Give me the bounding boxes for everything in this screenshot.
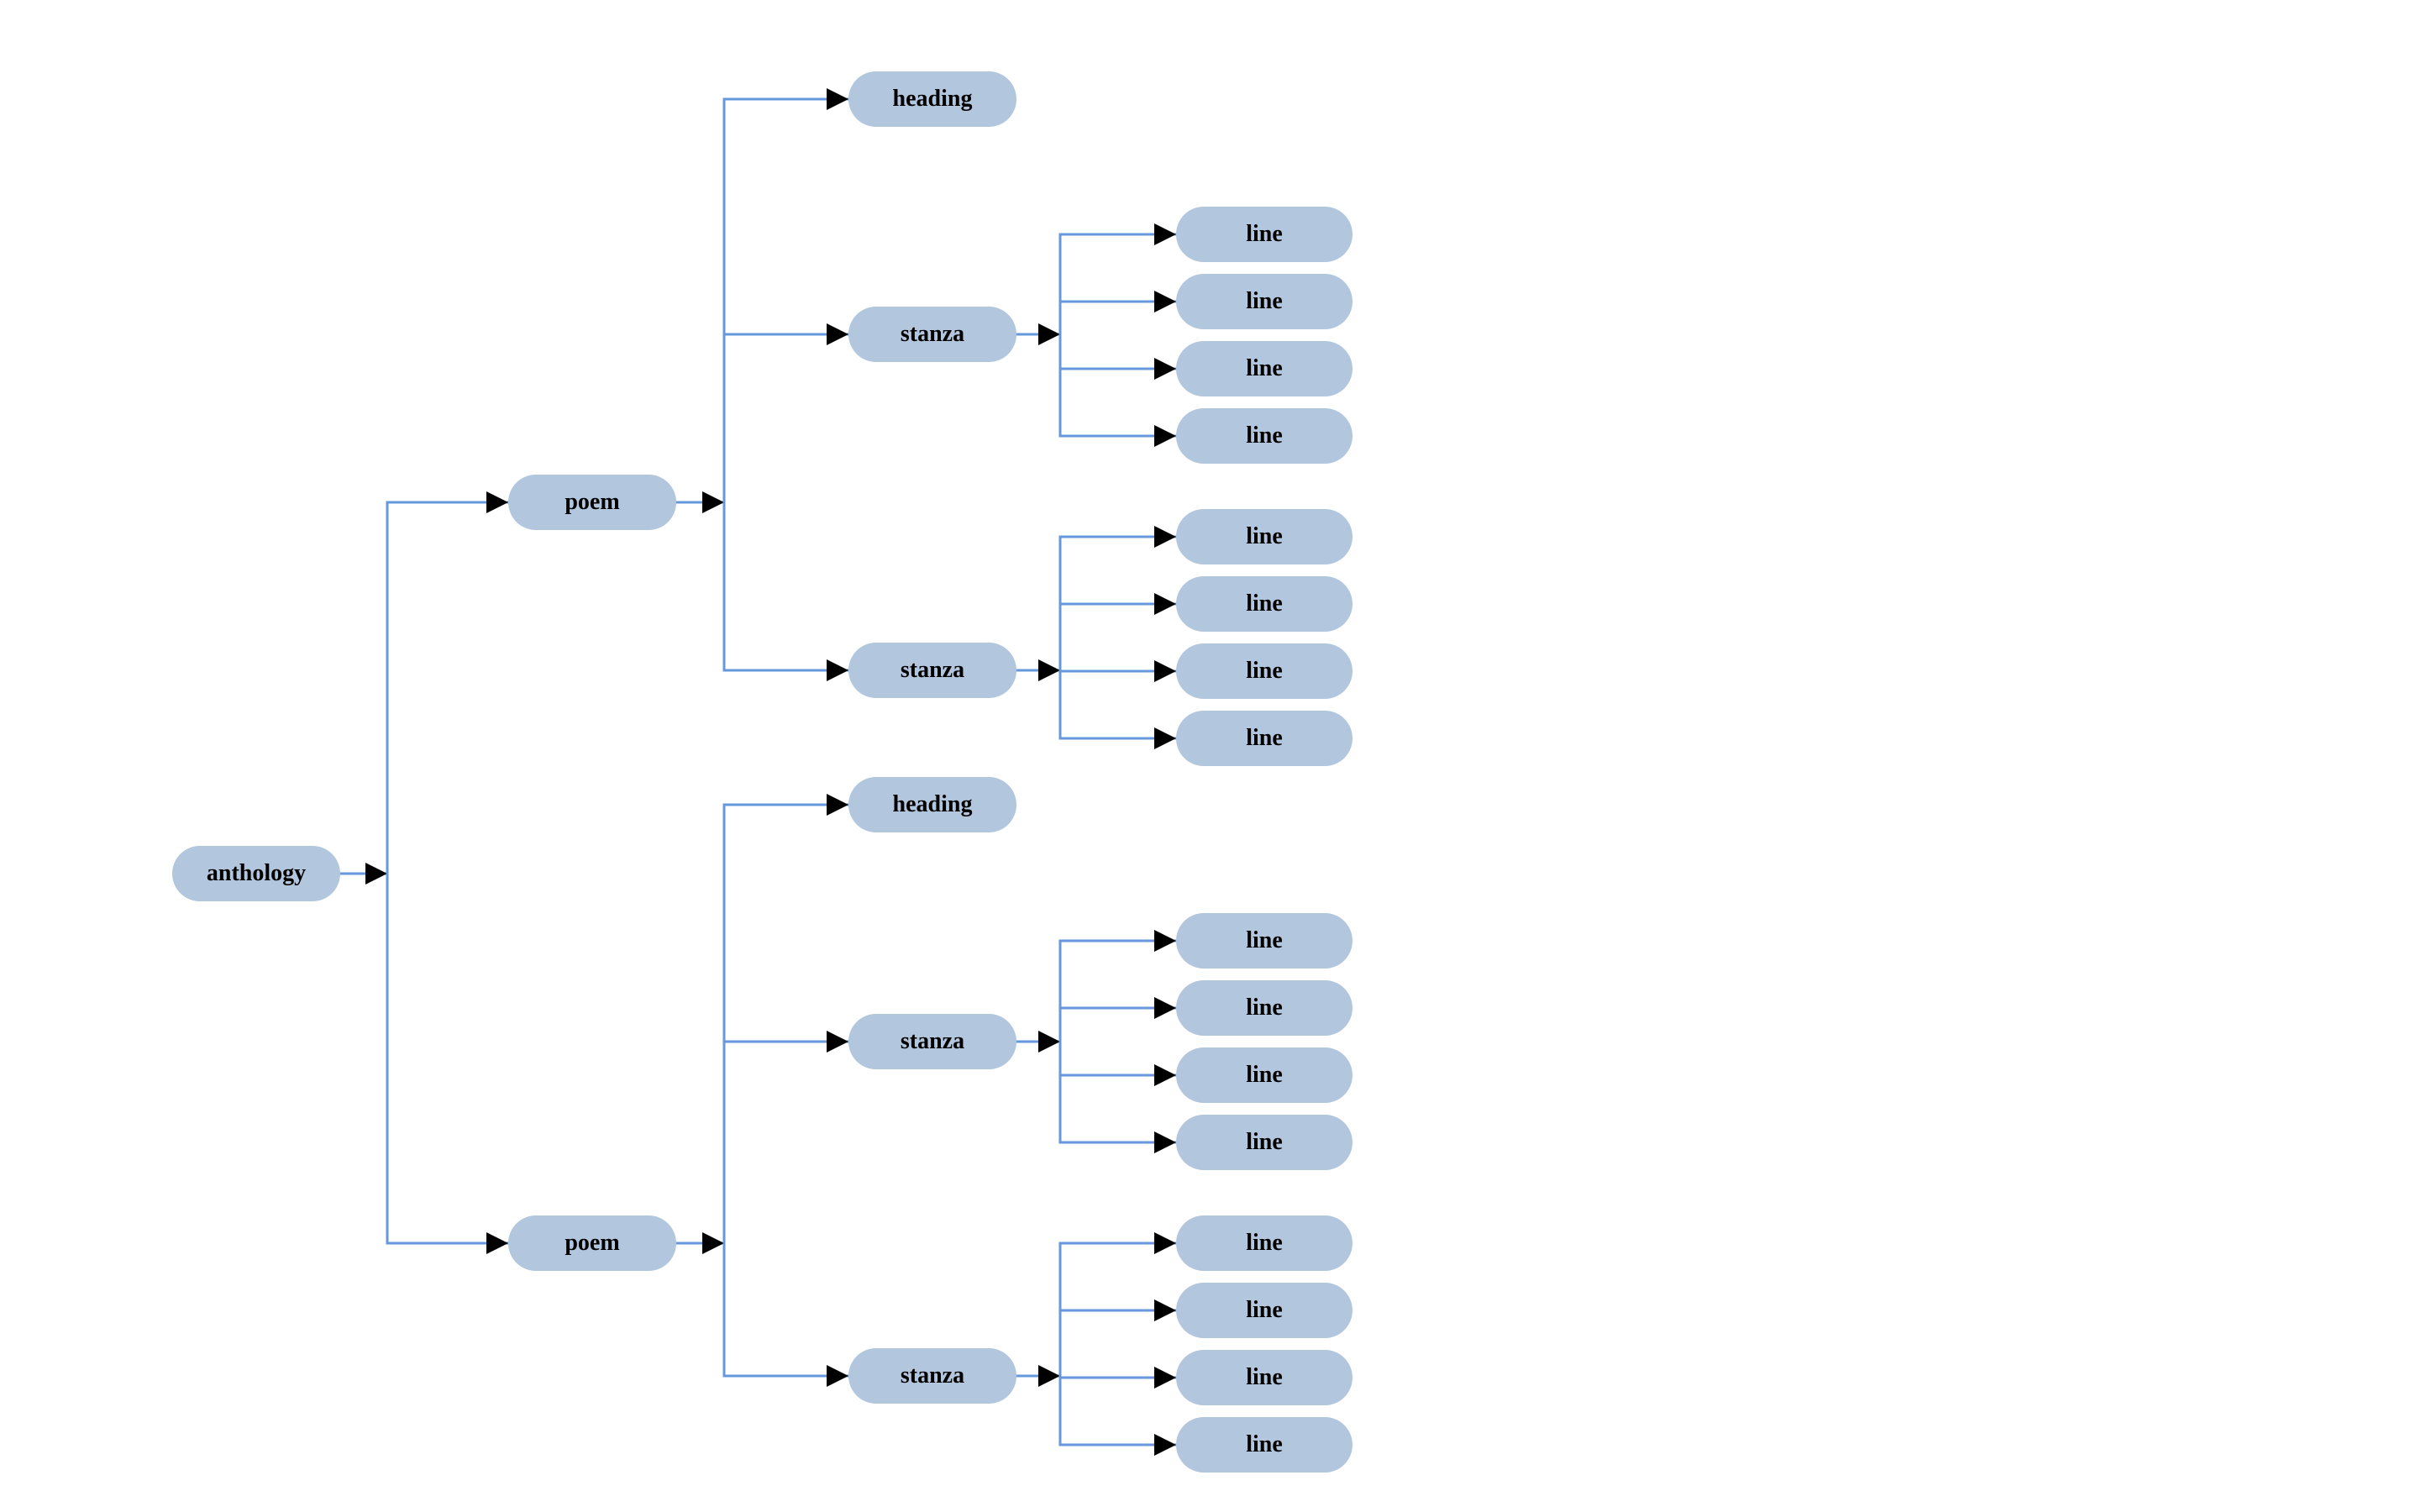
node-line-2-2-2[interactable]: line — [1176, 1283, 1352, 1338]
arrowhead-stub-stanza-1-2-children — [1038, 659, 1060, 681]
node-heading-1[interactable]: heading — [848, 71, 1016, 127]
node-line-1-2-1[interactable]: line — [1176, 509, 1352, 564]
arrowhead-branch-stanza-2-2-children-0 — [1154, 1232, 1176, 1254]
arrowhead-stub-poem-1-children — [702, 491, 724, 513]
node-label-stanza-1-2: stanza — [900, 657, 965, 683]
arrowhead-branch-poem-1-children-0 — [827, 88, 848, 110]
node-label-line-2-2-3: line — [1246, 1364, 1283, 1390]
node-label-line-1-2-2: line — [1246, 591, 1283, 617]
node-line-2-1-1[interactable]: line — [1176, 913, 1352, 969]
node-anthology[interactable]: anthology — [172, 846, 340, 901]
node-label-heading-1: heading — [892, 86, 973, 112]
node-line-2-2-4[interactable]: line — [1176, 1417, 1352, 1473]
arrowhead-branch-stanza-2-2-children-3 — [1154, 1434, 1176, 1456]
arrowhead-branch-stanza-2-1-children-2 — [1154, 1064, 1176, 1086]
arrowhead-branch-stanza-2-1-children-3 — [1154, 1131, 1176, 1153]
arrowhead-branch-stanza-2-2-children-1 — [1154, 1299, 1176, 1321]
node-label-line-2-1-3: line — [1246, 1062, 1283, 1088]
node-label-line-1-1-3: line — [1246, 355, 1283, 381]
node-label-stanza-1-1: stanza — [900, 321, 965, 347]
node-label-line-2-1-4: line — [1246, 1129, 1283, 1155]
node-label-heading-2: heading — [892, 791, 973, 817]
node-stanza-2-1[interactable]: stanza — [848, 1014, 1016, 1069]
arrowhead-branch-anthology-children-1 — [486, 1232, 508, 1254]
node-label-line-1-1-4: line — [1246, 423, 1283, 449]
node-label-line-2-1-2: line — [1246, 995, 1283, 1021]
node-stanza-1-1[interactable]: stanza — [848, 307, 1016, 362]
node-line-1-1-4[interactable]: line — [1176, 408, 1352, 464]
arrowhead-stub-poem-2-children — [702, 1232, 724, 1254]
arrowhead-branch-stanza-1-1-children-2 — [1154, 358, 1176, 380]
arrowhead-branch-poem-2-children-0 — [827, 794, 848, 816]
node-label-anthology: anthology — [206, 860, 307, 886]
node-line-2-2-3[interactable]: line — [1176, 1350, 1352, 1405]
node-line-1-1-1[interactable]: line — [1176, 207, 1352, 262]
node-label-stanza-2-2: stanza — [900, 1362, 965, 1389]
arrowhead-stub-stanza-1-1-children — [1038, 323, 1060, 345]
arrowhead-branch-stanza-1-2-children-1 — [1154, 593, 1176, 615]
arrowhead-branch-poem-1-children-1 — [827, 323, 848, 345]
node-label-stanza-2-1: stanza — [900, 1028, 965, 1054]
arrowhead-branch-stanza-1-1-children-1 — [1154, 291, 1176, 312]
arrowhead-branch-stanza-2-1-children-1 — [1154, 997, 1176, 1019]
node-line-1-2-2[interactable]: line — [1176, 576, 1352, 632]
node-stanza-2-2[interactable]: stanza — [848, 1348, 1016, 1404]
arrowhead-branch-stanza-1-1-children-0 — [1154, 223, 1176, 245]
arrowhead-stub-stanza-2-1-children — [1038, 1031, 1060, 1053]
node-line-2-1-3[interactable]: line — [1176, 1047, 1352, 1103]
arrowhead-stub-anthology-children — [365, 863, 387, 885]
node-line-2-2-1[interactable]: line — [1176, 1215, 1352, 1271]
arrowhead-branch-poem-2-children-2 — [827, 1365, 848, 1387]
node-line-1-2-3[interactable]: line — [1176, 643, 1352, 699]
arrowhead-branch-anthology-children-0 — [486, 491, 508, 513]
arrowhead-branch-poem-1-children-2 — [827, 659, 848, 681]
node-label-line-1-1-1: line — [1246, 221, 1283, 247]
node-label-line-2-2-4: line — [1246, 1431, 1283, 1457]
node-label-line-1-2-3: line — [1246, 658, 1283, 684]
node-poem-1[interactable]: poem — [508, 475, 676, 530]
node-label-line-2-2-2: line — [1246, 1297, 1283, 1323]
node-line-1-1-3[interactable]: line — [1176, 341, 1352, 396]
node-label-line-2-2-1: line — [1246, 1230, 1283, 1256]
arrowhead-branch-stanza-1-2-children-0 — [1154, 526, 1176, 548]
node-line-1-2-4[interactable]: line — [1176, 711, 1352, 766]
node-heading-2[interactable]: heading — [848, 777, 1016, 832]
node-line-2-1-4[interactable]: line — [1176, 1115, 1352, 1170]
node-line-1-1-2[interactable]: line — [1176, 274, 1352, 329]
node-line-2-1-2[interactable]: line — [1176, 980, 1352, 1036]
node-stanza-1-2[interactable]: stanza — [848, 643, 1016, 698]
node-label-line-2-1-1: line — [1246, 927, 1283, 953]
arrowhead-stub-stanza-2-2-children — [1038, 1365, 1060, 1387]
arrowhead-branch-stanza-2-1-children-0 — [1154, 930, 1176, 952]
arrowhead-branch-poem-2-children-1 — [827, 1031, 848, 1053]
node-label-line-1-1-2: line — [1246, 288, 1283, 314]
arrowhead-branch-stanza-2-2-children-2 — [1154, 1367, 1176, 1389]
node-label-poem-1: poem — [565, 489, 620, 515]
node-label-line-1-2-1: line — [1246, 523, 1283, 549]
node-label-line-1-2-4: line — [1246, 725, 1283, 751]
arrowhead-branch-stanza-1-2-children-3 — [1154, 727, 1176, 749]
node-label-poem-2: poem — [565, 1230, 620, 1256]
node-poem-2[interactable]: poem — [508, 1215, 676, 1271]
arrowhead-branch-stanza-1-1-children-3 — [1154, 425, 1176, 447]
arrowhead-branch-stanza-1-2-children-2 — [1154, 660, 1176, 682]
